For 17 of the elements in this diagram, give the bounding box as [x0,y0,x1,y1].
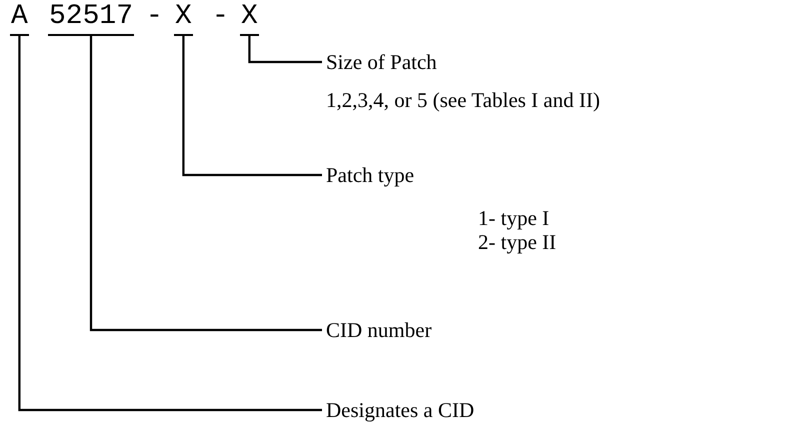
field-description: CID number [326,318,432,342]
value-note: 1,2,3,4, or 5 (see Tables I and II) [326,88,600,112]
leader-line [90,36,322,332]
value-note: 2- type II [478,230,556,254]
code-segment: A [10,2,29,36]
leader-line [182,36,322,176]
code-segment: X [174,2,193,36]
field-description: Size of Patch [326,50,438,74]
code-segment: 52517 [48,2,134,36]
leader-line [248,36,322,64]
field-description: Designates a CID [326,398,474,422]
leader-line [18,36,322,412]
field-description: Patch type [326,163,416,187]
value-note: 1- type I [478,206,550,230]
code-segment: X [240,2,259,36]
separator-dash: - [146,2,163,32]
separator-dash: - [212,2,229,32]
